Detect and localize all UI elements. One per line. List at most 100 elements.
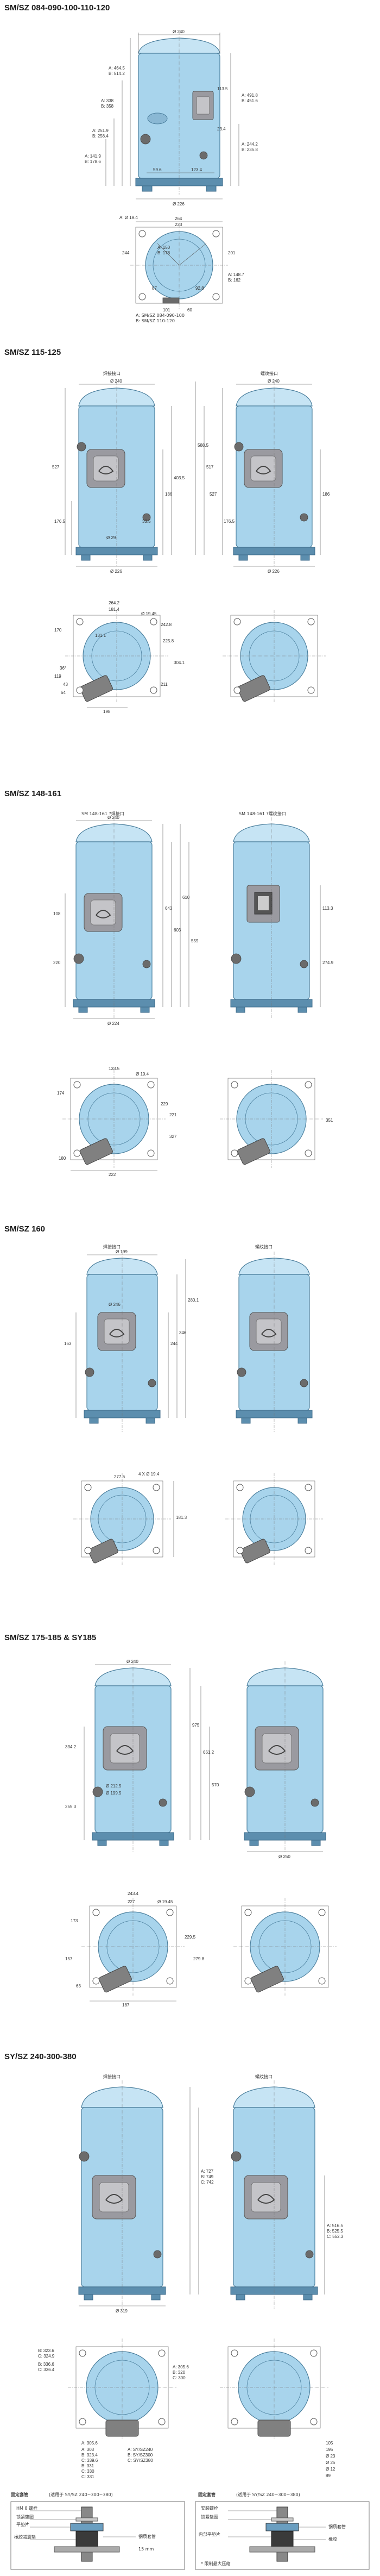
plan-view-left: 133.5 Ø 19.4 174 229 221 327 351 180 222 [57, 1066, 333, 1177]
svg-text:Ø 319: Ø 319 [116, 2309, 128, 2314]
svg-text:Ø 199: Ø 199 [116, 1249, 128, 1254]
svg-text:A: 305.6: A: 305.6 [81, 2441, 98, 2446]
section-title-1: SM/SZ 084-090-100-110-120 [4, 3, 110, 12]
legend-a: A: SM/SZ 084-090-100 [136, 313, 185, 318]
svg-text:锁紧垫圈: 锁紧垫圈 [201, 2514, 218, 2519]
svg-text:A: 727: A: 727 [201, 2169, 214, 2174]
svg-text:(适用于 SY/SZ 240~300~380): (适用于 SY/SZ 240~300~380) [236, 2492, 300, 2497]
svg-text:锁紧垫圈: 锁紧垫圈 [16, 2514, 34, 2519]
compressor-brazed-view: Ø 199 Ø 246 244 346 163 280.1 [64, 1249, 199, 1432]
compressor-threaded-view [236, 1252, 313, 1432]
svg-text:527: 527 [52, 465, 60, 470]
svg-text:Ø 19.4: Ø 19.4 [136, 1072, 149, 1077]
svg-text:C: 324.9: C: 324.9 [38, 2354, 55, 2359]
svg-text:固定套管: 固定套管 [198, 2492, 216, 2497]
svg-text:A: 491.8: A: 491.8 [242, 93, 258, 98]
svg-text:B: 178.6: B: 178.6 [85, 159, 101, 164]
svg-text:603: 603 [174, 928, 181, 933]
svg-text:157: 157 [65, 1956, 73, 1961]
svg-text:螺纹接口: 螺纹接口 [255, 1244, 273, 1249]
svg-text:211: 211 [161, 682, 168, 687]
svg-text:180: 180 [59, 1156, 66, 1161]
svg-text:Ø 226: Ø 226 [110, 569, 122, 574]
svg-text:163: 163 [64, 1341, 72, 1346]
compressor-brazed-view: Ø 319 [78, 2080, 166, 2314]
svg-text:87: 87 [152, 286, 157, 291]
svg-text:B: 336.6: B: 336.6 [38, 2362, 54, 2367]
svg-text:15 mm: 15 mm [138, 2547, 154, 2552]
svg-text:Ø 240: Ø 240 [126, 1659, 138, 1664]
svg-text:274.9: 274.9 [322, 960, 334, 965]
svg-text:螺纹接口: 螺纹接口 [255, 2074, 273, 2079]
svg-text:A: 464.5: A: 464.5 [109, 66, 125, 71]
svg-text:B: 358: B: 358 [101, 104, 114, 109]
svg-text:220: 220 [53, 960, 61, 965]
svg-text:403.5: 403.5 [174, 476, 185, 480]
svg-text:钢质套管: 钢质套管 [328, 2524, 346, 2529]
svg-text:Ø 199.5: Ø 199.5 [106, 1791, 122, 1796]
svg-text:焊接接口: 焊接接口 [103, 2074, 121, 2079]
section-3-drawing: SM 148-161 ?焊接口 SM 148-161 ?螺纹接口 Ø 240 1… [53, 811, 334, 1177]
svg-text:304.1: 304.1 [174, 660, 185, 665]
svg-text:277.6: 277.6 [114, 1474, 125, 1479]
svg-text:Ø 25: Ø 25 [326, 2460, 335, 2465]
section-title-5: SM/SZ 175-185 & SY185 [4, 1633, 97, 1642]
compressor-side-view: Ø 240 Ø 226 A: 464.5 B: 514.2 A: 338 B: … [85, 29, 258, 207]
svg-text:264.2: 264.2 [109, 601, 120, 605]
svg-text:33.5: 33.5 [142, 519, 151, 524]
svg-text:119: 119 [54, 674, 61, 679]
svg-text:C: 331: C: 331 [81, 2474, 94, 2479]
svg-text:559: 559 [191, 939, 199, 943]
mounting-detail-right: 固定套管 (适用于 SY/SZ 240~300~380) 安装螺栓 锁紧垫圈 钢… [195, 2492, 370, 2570]
svg-text:B: 331: B: 331 [81, 2464, 94, 2468]
dim-d-base: Ø 226 [173, 202, 185, 207]
svg-text:B: 235.8: B: 235.8 [242, 147, 258, 152]
svg-text:176.5: 176.5 [224, 519, 235, 524]
plan-view-right [233, 1898, 337, 1996]
plan-view-left: 4 X Ø 19.4 277.6 181.3 [73, 1472, 187, 1565]
section-1-drawing: Ø 240 Ø 226 A: 464.5 B: 514.2 A: 338 B: … [85, 29, 258, 323]
section-2-drawing: 焊接接口 螺纹接口 Ø 240 527 176.5 186 403.5 33 [52, 371, 330, 714]
svg-text:Ø 240: Ø 240 [110, 379, 122, 384]
svg-text:平垫片: 平垫片 [16, 2522, 29, 2527]
svg-text:A: 338: A: 338 [101, 98, 114, 103]
svg-text:Ø 246: Ø 246 [109, 1302, 121, 1307]
svg-text:36°: 36° [60, 666, 66, 671]
svg-text:227: 227 [128, 1899, 135, 1904]
svg-text:A: 141.9: A: 141.9 [85, 154, 101, 159]
svg-text:351: 351 [326, 1118, 333, 1123]
svg-text:43: 43 [63, 682, 68, 687]
section-4-drawing: 焊接接口 螺纹接口 Ø 199 Ø 246 244 346 163 280.1 [64, 1244, 323, 1565]
svg-text:B: 323.6: B: 323.6 [38, 2348, 54, 2353]
plan-view-right: 105 195 Ø 23 Ø 25 Ø 12 89 [220, 2339, 335, 2478]
svg-text:内部平垫片: 内部平垫片 [199, 2531, 220, 2537]
svg-text:C: 552.3: C: 552.3 [327, 2234, 344, 2239]
svg-text:242.8: 242.8 [161, 622, 172, 627]
compressor-brazed-view: Ø 240 527 176.5 186 403.5 33.5 Ø 29 Ø 22… [52, 379, 185, 574]
svg-text:A: 303: A: 303 [81, 2447, 94, 2452]
svg-text:187: 187 [122, 2003, 130, 2008]
svg-text:A: 305.6: A: 305.6 [173, 2365, 189, 2369]
plan-view-left: 264.2 181.4 170 131.1 Ø 19.45 225.8 304.… [54, 601, 185, 714]
svg-text:Ø 212.5: Ø 212.5 [106, 1784, 122, 1789]
svg-text:610: 610 [182, 895, 190, 900]
svg-text:108: 108 [53, 911, 61, 916]
svg-text:123.4: 123.4 [191, 167, 202, 172]
plan-view-left: B: 323.6 C: 324.9 B: 336.6 C: 336.4 A: 3… [38, 2339, 189, 2479]
svg-text:327: 327 [169, 1134, 177, 1139]
svg-text:176.5: 176.5 [54, 519, 66, 524]
compressor-threaded-view: 113.3 274.9 [230, 817, 334, 1018]
discharge-port [199, 151, 208, 160]
svg-text:C: 742: C: 742 [201, 2180, 214, 2185]
svg-text:223: 223 [175, 222, 182, 227]
svg-text:B: 514.2: B: 514.2 [109, 71, 125, 76]
compressor-plan-view: A: Ø 19.4 264 223 244 201 A: 150 B: 178 … [119, 215, 244, 323]
svg-text:181.4: 181.4 [109, 607, 120, 612]
svg-text:92.8: 92.8 [195, 286, 204, 291]
svg-text:280.1: 280.1 [188, 1298, 199, 1303]
svg-text:334.2: 334.2 [65, 1745, 77, 1749]
suction-port [140, 134, 151, 145]
svg-text:Ø 240: Ø 240 [107, 815, 119, 820]
svg-text:C: SY/SZ380: C: SY/SZ380 [128, 2458, 153, 2463]
svg-text:229.5: 229.5 [185, 1935, 196, 1940]
